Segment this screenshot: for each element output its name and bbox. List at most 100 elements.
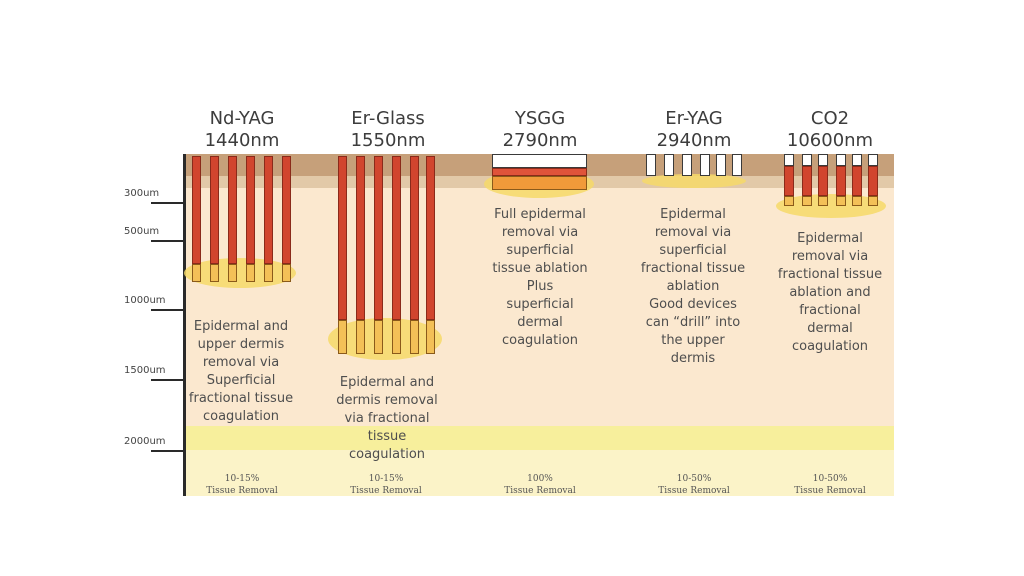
ablation-column	[192, 156, 201, 264]
coagulation-layer	[492, 176, 587, 190]
description-line: via fractional	[344, 411, 430, 426]
description-line: upper dermis	[197, 337, 285, 352]
depth-tick	[151, 202, 186, 204]
description-line: can “drill” into	[645, 315, 741, 330]
laser-title-ndyag: Nd-YAG 1440nm	[172, 108, 312, 152]
coagulation-tip	[784, 196, 794, 206]
coagulation-zone	[328, 318, 442, 360]
description-line: removal via	[202, 355, 280, 370]
removal-percent: 10-15%	[368, 474, 404, 484]
description-line: dermal	[517, 315, 563, 330]
removal-co2: 10-50% Tissue Removal	[765, 473, 895, 497]
description-line: coagulation	[791, 339, 869, 354]
laser-title-co2: CO2 10600nm	[760, 108, 900, 152]
coagulation-tip	[392, 320, 401, 354]
ablation-column	[246, 156, 255, 264]
description-eryag: Epidermal removal via superficial fracti…	[608, 206, 778, 368]
description-line: tissue ablation	[492, 261, 588, 276]
coagulation-tip	[410, 320, 419, 354]
laser-wavelength: 10600nm	[786, 130, 874, 151]
coagulation-tip	[426, 320, 435, 354]
coagulation-zone	[184, 258, 296, 288]
ablation-column	[784, 166, 794, 196]
coagulation-tip	[282, 264, 291, 282]
coagulation-tip	[264, 264, 273, 282]
removal-label: Tissue Removal	[794, 486, 866, 496]
coagulation-tip	[210, 264, 219, 282]
ablation-column	[700, 154, 710, 176]
depth-tick-label: 300um	[124, 188, 160, 199]
description-line: dermal	[807, 321, 853, 336]
coagulation-tip	[192, 264, 201, 282]
coagulation-zone	[642, 174, 746, 188]
ablation-top	[836, 154, 846, 166]
removal-label: Tissue Removal	[350, 486, 422, 496]
laser-wavelength: 1440nm	[204, 130, 280, 151]
laser-name: Er-Glass	[351, 108, 425, 129]
ablation-top	[802, 154, 812, 166]
description-line: Epidermal	[797, 231, 863, 246]
description-line: Epidermal and	[339, 375, 435, 390]
laser-name: Nd-YAG	[209, 108, 275, 129]
ablation-top	[868, 154, 878, 166]
description-line: removal via	[501, 225, 579, 240]
ablation-column	[374, 156, 383, 320]
removal-percent: 10-15%	[224, 474, 260, 484]
ablation-top	[852, 154, 862, 166]
removal-percent: 100%	[527, 474, 553, 484]
description-line: fractional tissue	[640, 261, 746, 276]
description-line: ablation and	[789, 285, 871, 300]
coagulation-tip	[338, 320, 347, 354]
depth-tick-label: 2000um	[124, 436, 166, 447]
description-line: fractional tissue	[188, 391, 294, 406]
ablation-column	[836, 166, 846, 196]
ablation-column	[228, 156, 237, 264]
depth-tick-label: 1500um	[124, 365, 166, 376]
coagulation-tip	[802, 196, 812, 206]
description-line: tissue	[367, 429, 407, 444]
ablation-top	[784, 154, 794, 166]
description-line: removal via	[791, 249, 869, 264]
description-line: ablation	[666, 279, 720, 294]
laser-name: YSGG	[514, 108, 566, 129]
dermis-layer	[186, 188, 894, 426]
description-line: removal via	[654, 225, 732, 240]
description-line: Epidermal	[660, 207, 726, 222]
description-line: coagulation	[348, 447, 426, 462]
coagulation-tip	[246, 264, 255, 282]
coagulation-tip	[818, 196, 828, 206]
ablation-layer	[492, 168, 587, 176]
description-line: the upper	[661, 333, 725, 348]
ablation-column	[356, 156, 365, 320]
ablation-column	[664, 154, 674, 176]
removal-percent: 10-50%	[812, 474, 848, 484]
depth-tick	[151, 450, 186, 452]
coagulation-tip	[852, 196, 862, 206]
ablation-column	[818, 166, 828, 196]
coagulation-zone	[776, 194, 886, 218]
ablation-column	[802, 166, 812, 196]
removal-ysgg: 100% Tissue Removal	[475, 473, 605, 497]
depth-tick-label: 500um	[124, 226, 160, 237]
coagulation-tip	[356, 320, 365, 354]
description-ndyag: Epidermal and upper dermis removal via S…	[156, 318, 326, 426]
depth-tick	[151, 240, 186, 242]
ablation-column	[732, 154, 742, 176]
ablated-epidermis	[492, 154, 587, 168]
removal-eryag: 10-50% Tissue Removal	[629, 473, 759, 497]
ablation-column	[426, 156, 435, 320]
description-line: superficial	[506, 243, 574, 258]
laser-name: CO2	[810, 108, 850, 129]
removal-label: Tissue Removal	[206, 486, 278, 496]
laser-title-eryag: Er-YAG 2940nm	[624, 108, 764, 152]
coagulation-tip	[868, 196, 878, 206]
description-erglass: Epidermal and dermis removal via fractio…	[302, 374, 472, 464]
description-line: superficial	[506, 297, 574, 312]
removal-label: Tissue Removal	[658, 486, 730, 496]
removal-footer-band	[186, 450, 894, 496]
description-line: coagulation	[202, 409, 280, 424]
ablation-column	[282, 156, 291, 264]
description-line: fractional tissue	[777, 267, 883, 282]
ablation-column	[852, 166, 862, 196]
